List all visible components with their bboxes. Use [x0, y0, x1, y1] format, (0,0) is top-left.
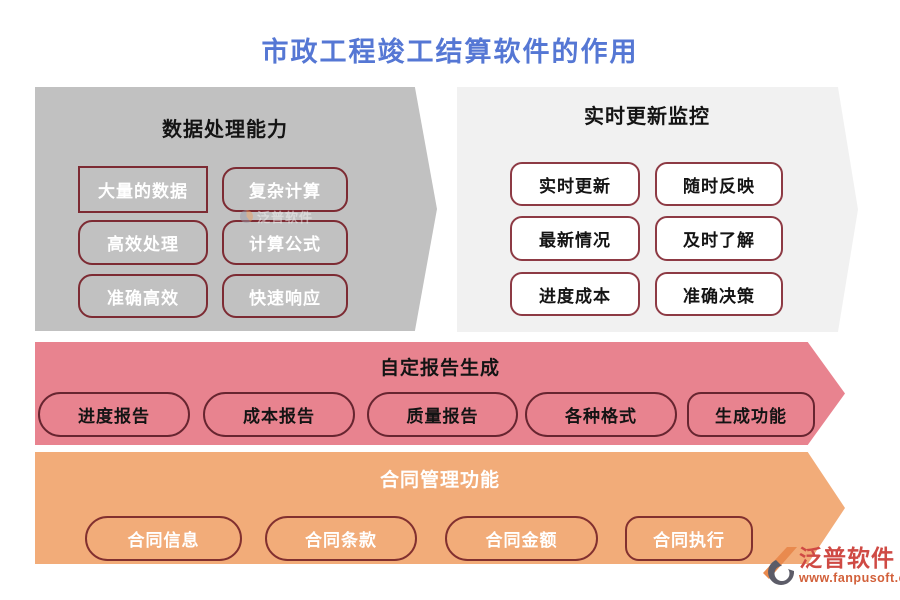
- fanpu-logo-icon: [763, 547, 797, 585]
- logo-brand-text: 泛普软件: [799, 545, 895, 571]
- pill-progress-report: 进度报告: [38, 392, 190, 437]
- section-data-processing: 数据处理能力 大量的数据 复杂计算 高效处理 计算公式 准确高效 快速响应 泛普…: [35, 87, 437, 331]
- chip-instant-reflection: 随时反映: [655, 162, 783, 206]
- pill-contract-info: 合同信息: [85, 516, 242, 561]
- banner-report-generation: 自定报告生成 进度报告 成本报告 质量报告 各种格式 生成功能: [35, 342, 845, 445]
- chip-progress-cost: 进度成本: [510, 272, 640, 316]
- logo-url-text: www.fanpusoft.com: [799, 571, 900, 585]
- pill-contract-terms: 合同条款: [265, 516, 417, 561]
- page-title: 市政工程竣工结算软件的作用: [261, 37, 639, 67]
- banner-title-report-generation: 自定报告生成: [379, 358, 500, 379]
- fanpu-logo: 泛普软件 www.fanpusoft.com: [763, 545, 900, 591]
- pill-cost-report: 成本报告: [203, 392, 355, 437]
- chip-fast-response: 快速响应: [222, 274, 348, 318]
- logo-text-block: 泛普软件 www.fanpusoft.com: [799, 545, 900, 585]
- chip-complex-calculation: 复杂计算: [222, 167, 348, 212]
- section-title-realtime-monitoring: 实时更新监控: [584, 106, 710, 128]
- section-title-data-processing: 数据处理能力: [162, 119, 288, 141]
- pill-contract-execution: 合同执行: [625, 516, 753, 561]
- pill-contract-amount: 合同金额: [445, 516, 598, 561]
- pill-quality-report: 质量报告: [367, 392, 518, 437]
- chip-latest-status: 最新情况: [510, 216, 640, 261]
- chip-calculation-formula: 计算公式: [222, 220, 348, 265]
- chip-massive-data: 大量的数据: [78, 166, 208, 213]
- banner-contract-management: 合同管理功能 合同信息 合同条款 合同金额 合同执行: [35, 452, 845, 564]
- chip-accurate-decision: 准确决策: [655, 272, 783, 316]
- chip-timely-knowledge: 及时了解: [655, 216, 783, 261]
- banner-title-contract-management: 合同管理功能: [379, 470, 500, 491]
- chip-accurate-efficient: 准确高效: [78, 274, 208, 318]
- chip-realtime-update: 实时更新: [510, 162, 640, 206]
- section-realtime-monitoring: 实时更新监控 实时更新 随时反映 最新情况 及时了解 进度成本 准确决策: [457, 87, 858, 332]
- pill-generation-function: 生成功能: [687, 392, 815, 437]
- chip-efficient-processing: 高效处理: [78, 220, 208, 265]
- pill-various-formats: 各种格式: [525, 392, 677, 437]
